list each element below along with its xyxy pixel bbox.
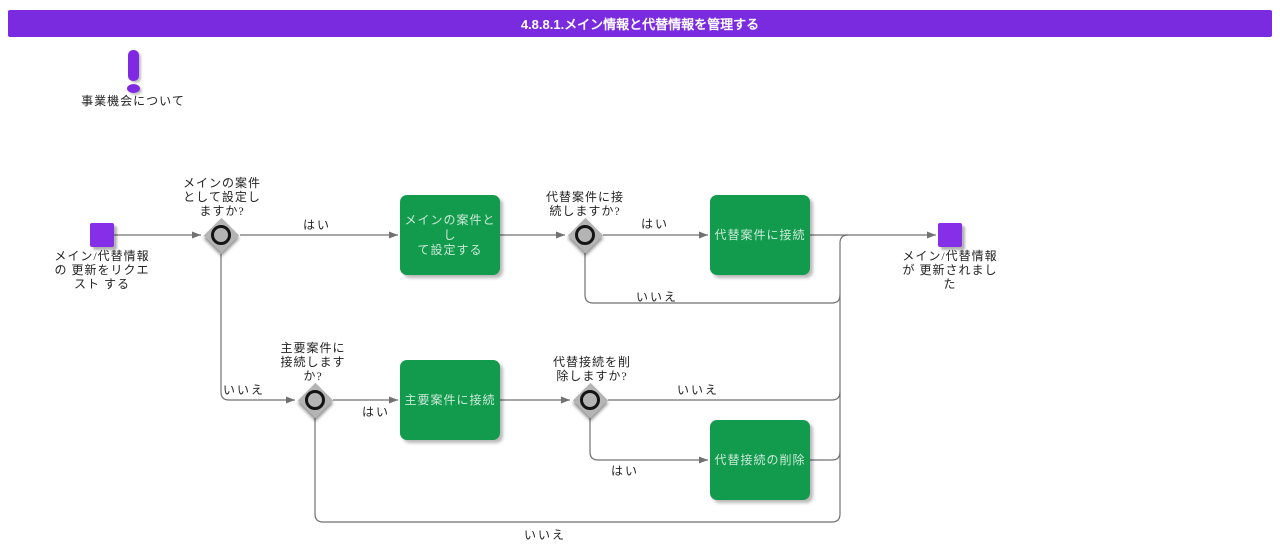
gateway-circle-icon [305,390,325,410]
gateway-connect-primary-label: 主要案件に 接続します か? [280,341,346,383]
gateway-connect-alt [567,217,603,253]
gateway-circle-icon [211,225,231,245]
task-connect-alt-case: 代替案件に接続 [710,195,810,275]
edge-label-gw4-yes: はい [610,464,640,478]
edge-gw4-yes [589,418,708,464]
gateway-connect-alt-label: 代替案件に接 続しますか? [545,190,625,218]
exclamation-icon [128,50,139,81]
annotation-label: 事業機会について [81,94,185,108]
gateway-set-as-main-label: メインの案件 として設定し ますか? [182,176,262,218]
edge-gw1-no [220,254,295,404]
end-event-label: メイン/代替情報 が 更新されまし た [902,249,998,291]
task-set-as-main-case: メインの案件とし て設定する [400,195,500,275]
gateway-connect-primary [297,382,333,418]
edge-gw2-no [584,253,841,304]
gateway-set-as-main [203,217,239,253]
edge-label-gw3-no: いいえ [523,528,567,542]
page-title: 4.8.8.1.メイン情報と代替情報を管理する [8,10,1272,37]
edge-label-gw2-yes: はい [640,217,670,231]
edge-gw4-no [608,391,841,401]
gateway-circle-icon [575,225,595,245]
edge-label-gw1-no: いいえ [222,383,266,397]
gateway-circle-icon [580,390,600,410]
edge-label-gw1-yes: はい [302,218,332,232]
exclamation-icon-dot [127,84,140,93]
end-event [938,223,962,247]
gateway-delete-alt-link-label: 代替接続を削 除しますか? [552,355,632,383]
edge-label-gw3-yes: はい [361,405,391,419]
task-delete-alt-link: 代替接続の削除 [710,420,810,500]
edge-task4-out [810,451,841,461]
edge-gw3-no [314,418,832,523]
start-event [90,223,114,247]
task-connect-primary-case: 主要案件に接続 [400,360,500,440]
edge-label-gw4-no: いいえ [676,383,720,397]
gateway-delete-alt-link [572,382,608,418]
start-event-label: メイン/代替情報 の 更新をリクエ スト する [54,249,150,291]
edge-label-gw2-no: いいえ [635,290,679,304]
edge-bus [831,234,849,523]
